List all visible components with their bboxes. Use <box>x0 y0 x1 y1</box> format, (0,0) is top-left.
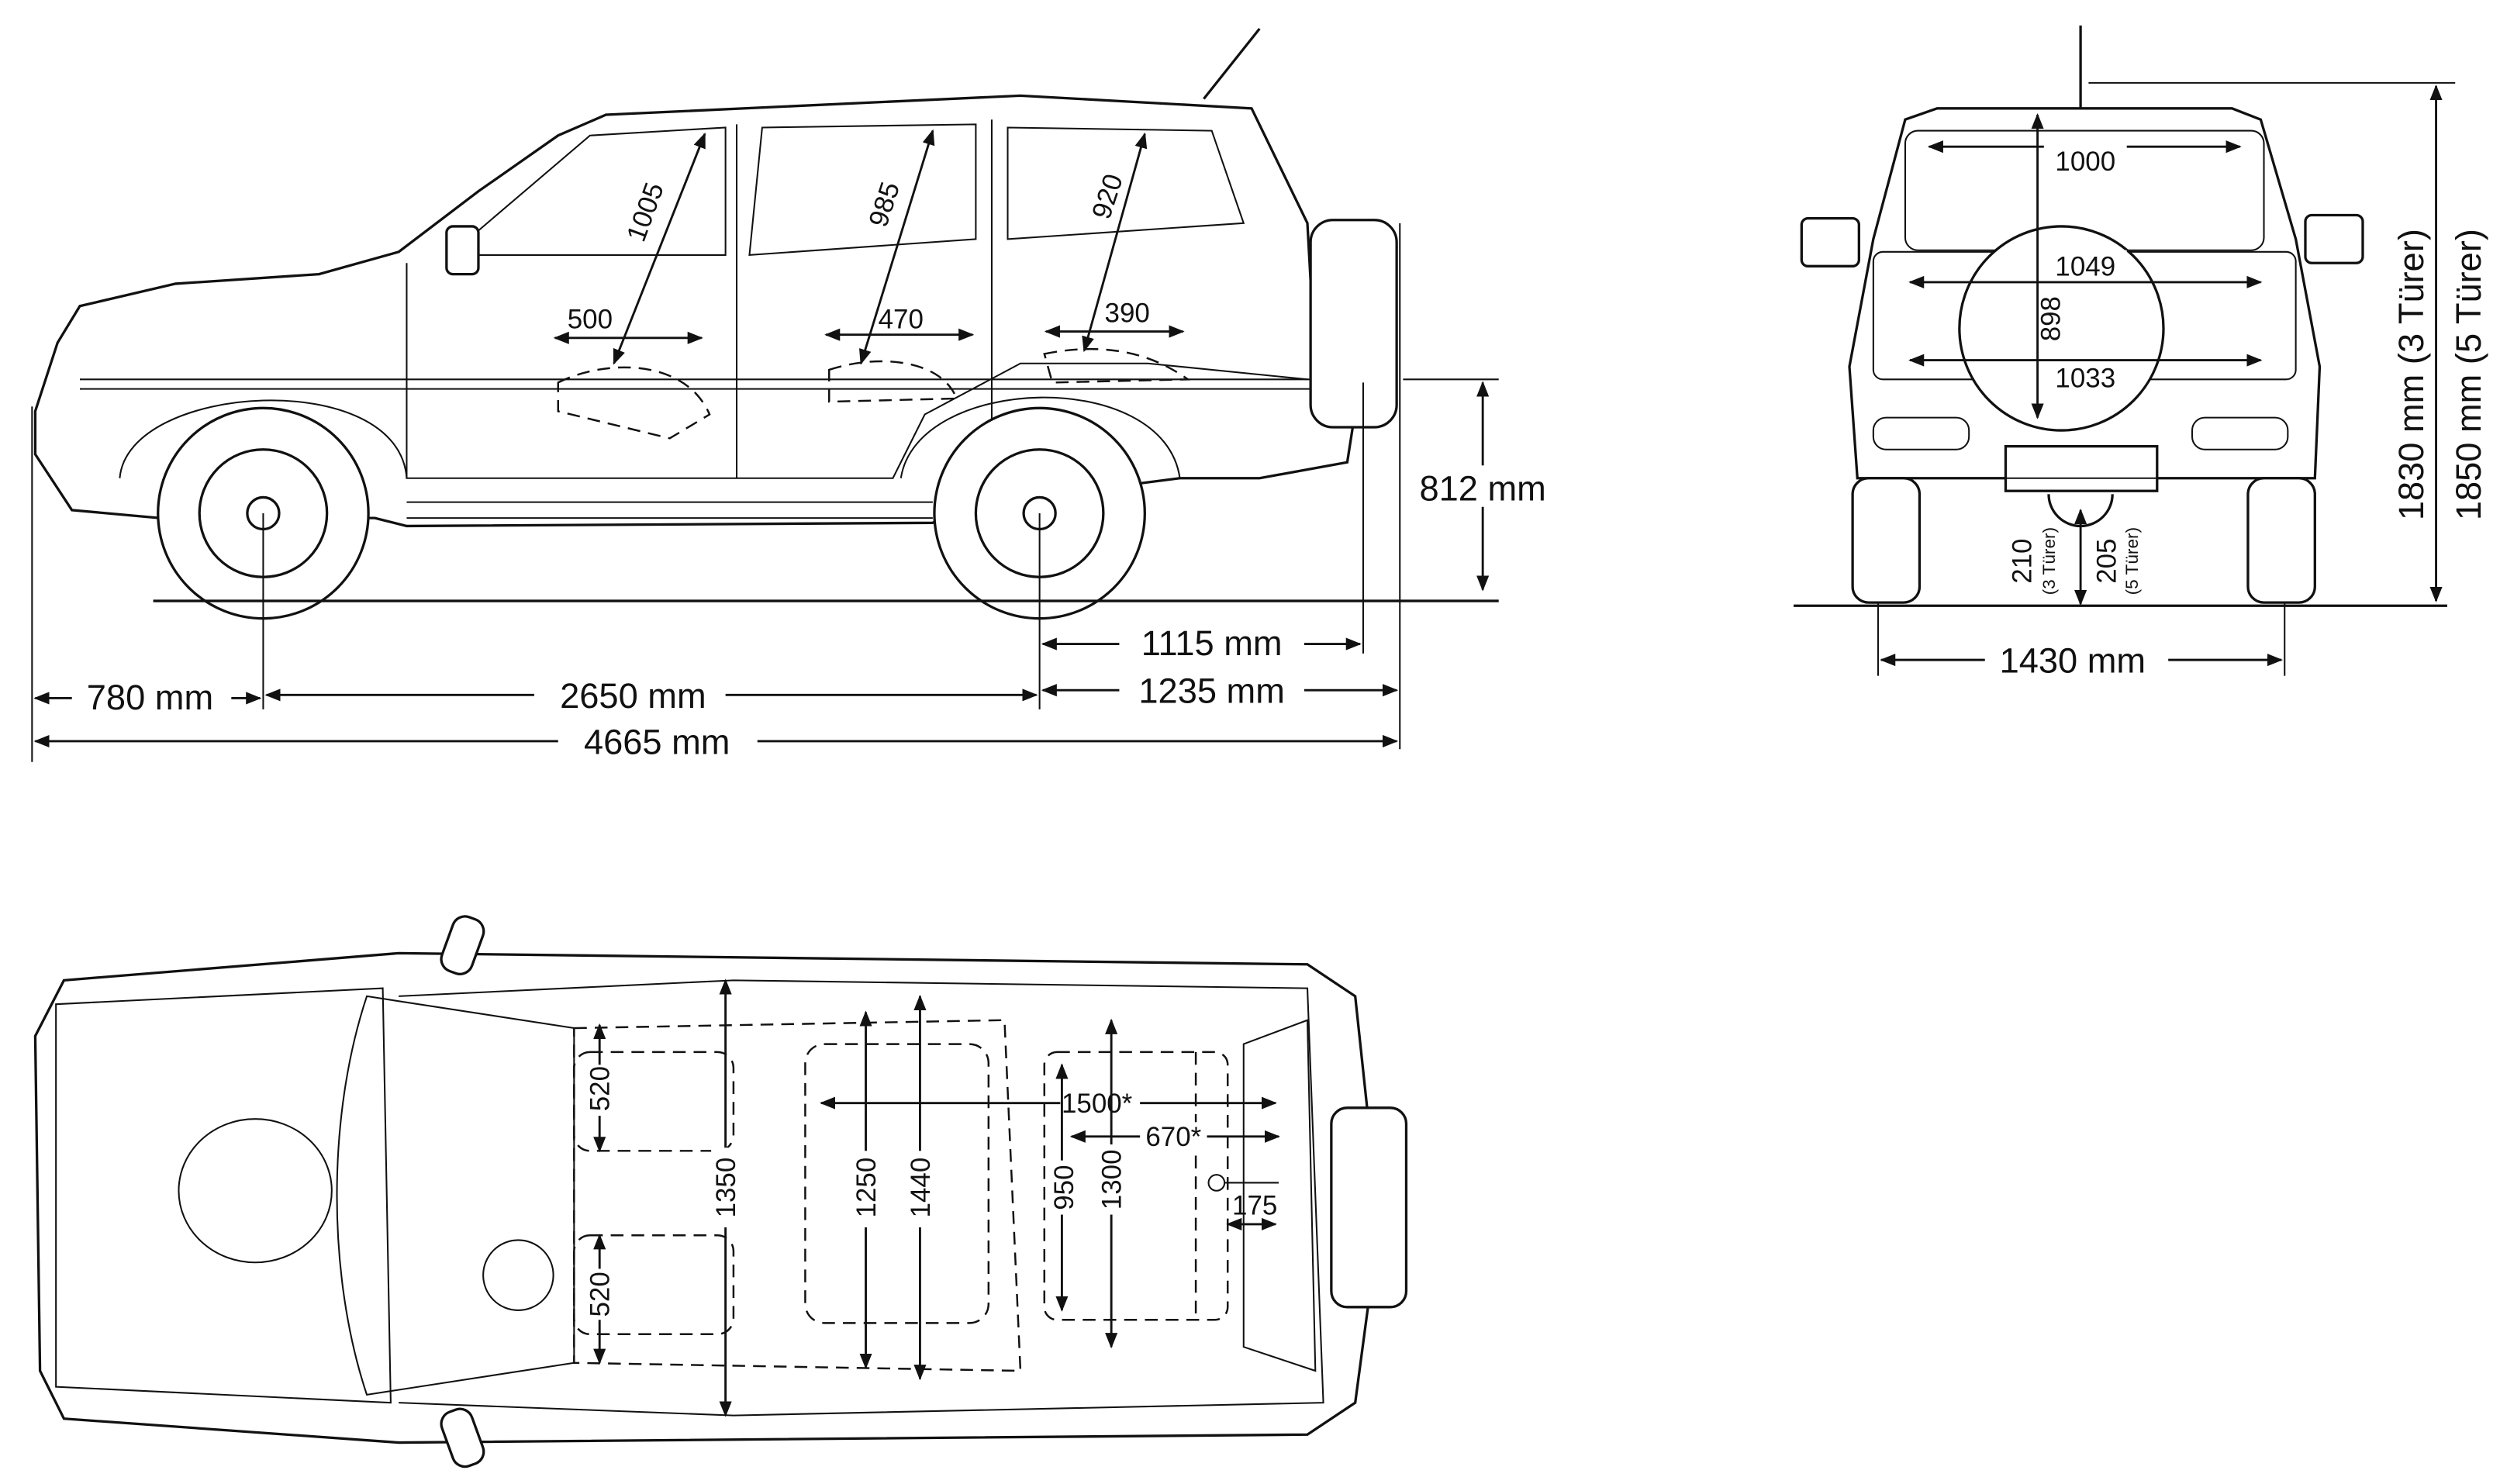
wheelbase-label: 2650 mm <box>560 676 706 716</box>
cargo-length-label: 670* <box>1145 1122 1201 1152</box>
interior-width-max-label: 1440 <box>906 1158 936 1218</box>
cargo-width-label: 950 <box>1049 1165 1079 1210</box>
interior-width-middle-label: 1250 <box>851 1158 882 1218</box>
headroom-rear-arrow <box>1082 132 1148 353</box>
top-car-drawing <box>33 915 1408 1468</box>
rear-view: 1000 898 1049 1033 210 (3 Türer) 205 (5 … <box>1794 25 2488 681</box>
ground-clearance-5door-note: (5 Türer) <box>2122 527 2142 595</box>
cargo-length-folded-label: 1500* <box>1062 1089 1133 1119</box>
seat-depth-rear-label: 390 <box>1105 298 1150 328</box>
top-view: 520 520 1350 1250 1440 1500* 670* 950 13… <box>33 915 1408 1468</box>
width-bottom-label: 1033 <box>2055 364 2115 394</box>
seat-depth-middle-label: 470 <box>879 305 924 335</box>
ground-clearance-3door-label: 210 <box>2007 539 2037 584</box>
front-overhang-label: 780 mm <box>87 678 213 717</box>
overall-length-label: 4665 mm <box>584 722 730 761</box>
width-top-label: 1000 <box>2055 147 2115 177</box>
side-view: 1005 985 920 500 470 390 812 mm 1115 mm … <box>31 27 1556 762</box>
height-3door-label: 1830 mm (3 Türer) <box>2391 229 2431 520</box>
width-mid-label: 1049 <box>2055 252 2115 282</box>
ground-clearance-3door-note: (3 Türer) <box>2039 527 2059 595</box>
seat-width-bottom-label: 520 <box>585 1272 616 1317</box>
tailgate-offset-label: 175 <box>1232 1191 1277 1221</box>
interior-width-front-label: 1350 <box>711 1158 741 1218</box>
rear-height-label: 812 mm <box>1419 469 1545 509</box>
headroom-front-arrow <box>613 132 706 365</box>
opening-height-label: 898 <box>2036 296 2066 341</box>
seat-depth-front-label: 500 <box>568 305 613 335</box>
height-5door-label: 1850 mm (5 Türer) <box>2449 229 2488 520</box>
cargo-width-max-label: 1300 <box>1096 1149 1127 1210</box>
track-label: 1430 mm <box>2000 641 2146 681</box>
headroom-middle-arrow <box>859 129 935 365</box>
rear-axle-bumper-label: 1115 mm <box>1141 623 1283 663</box>
ground-clearance-5door-label: 205 <box>2091 539 2122 584</box>
rear-overhang-label: 1235 mm <box>1138 671 1285 711</box>
seat-width-top-label: 520 <box>585 1066 616 1111</box>
